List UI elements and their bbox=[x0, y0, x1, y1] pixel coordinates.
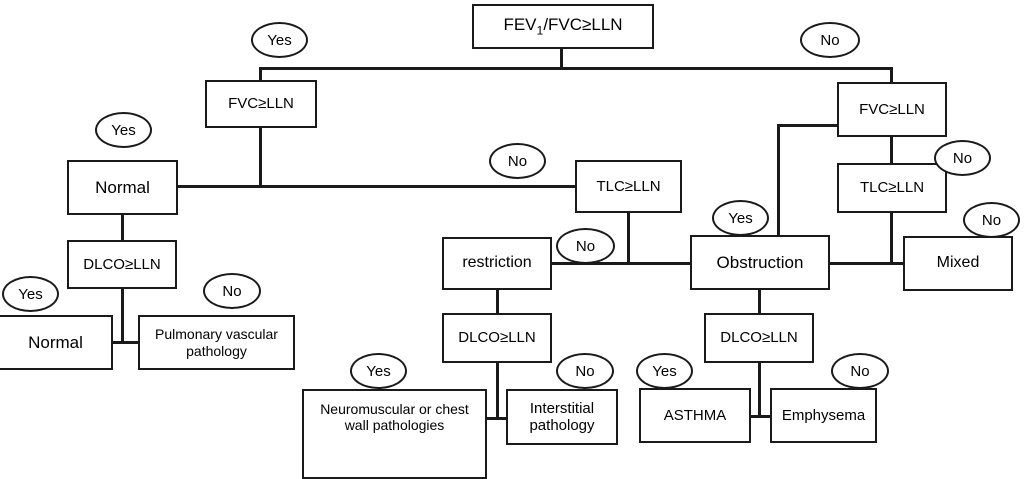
node-interstitial[interactable]: Interstitial pathology bbox=[506, 389, 618, 445]
node-obstruction[interactable]: Obstruction bbox=[690, 235, 830, 290]
node-pulmonary-vascular-label: Pulmonary vascular pathology bbox=[155, 326, 278, 359]
label-no-top-right-text: No bbox=[820, 31, 840, 49]
connector-normal-to-dlco-left bbox=[121, 214, 124, 240]
label-no-tlc-mid-text: No bbox=[507, 152, 528, 170]
node-dlco-left[interactable]: DLCO≥LLN bbox=[67, 240, 177, 289]
label-no-restriction-text: No bbox=[575, 237, 596, 255]
node-dlco-mid-label: DLCO≥LLN bbox=[458, 329, 536, 347]
connector-fvc-right-to-obstruction-v bbox=[777, 124, 780, 236]
label-yes-asthma: Yes bbox=[636, 353, 693, 389]
node-tlc-mid-label: TLC≥LLN bbox=[596, 177, 661, 195]
node-fvc-right[interactable]: FVC≥LLN bbox=[837, 82, 947, 137]
node-normal-bottom[interactable]: Normal bbox=[0, 315, 113, 370]
connector-dlco-left-split bbox=[112, 341, 140, 344]
label-yes-neuromuscular: Yes bbox=[350, 353, 407, 389]
node-dlco-right-label: DLCO≥LLN bbox=[720, 329, 798, 347]
label-yes-obstruction: Yes bbox=[712, 200, 769, 236]
label-no-interstitial-text: No bbox=[575, 362, 595, 380]
connector-dlco-right-split bbox=[750, 415, 774, 418]
connector-root-stem bbox=[560, 48, 563, 70]
label-yes-normal-bottom-text: Yes bbox=[18, 285, 43, 303]
label-no-pulmonary-text: No bbox=[222, 282, 242, 300]
connector-root-horizontal bbox=[259, 67, 893, 70]
node-interstitial-label: Interstitial pathology bbox=[529, 399, 595, 434]
node-mixed-label: Mixed bbox=[936, 254, 980, 272]
label-no-mixed-text: No bbox=[981, 211, 1002, 229]
connector-restriction-to-obstruction bbox=[551, 262, 691, 265]
label-yes-neuromuscular-text: Yes bbox=[366, 362, 391, 380]
node-obstruction-label: Obstruction bbox=[716, 252, 804, 272]
node-asthma-label: ASTHMA bbox=[663, 406, 727, 424]
node-asthma[interactable]: ASTHMA bbox=[639, 388, 751, 443]
label-no-mixed: No bbox=[963, 202, 1020, 238]
node-fev1-fvc-label: FEV1/FVC≥LLN bbox=[503, 15, 623, 38]
node-normal-top[interactable]: Normal bbox=[67, 160, 178, 215]
node-normal-top-label: Normal bbox=[95, 177, 150, 197]
label-no-tlc-mid: No bbox=[489, 143, 546, 179]
connector-dlco-left-stem bbox=[121, 288, 124, 343]
connector-root-to-fvc-left bbox=[259, 67, 262, 82]
node-tlc-right-label: TLC≥LLN bbox=[859, 179, 925, 197]
node-fev1-fvc[interactable]: FEV1/FVC≥LLN bbox=[472, 4, 654, 49]
label-yes-obstruction-text: Yes bbox=[728, 209, 753, 227]
connector-dlco-mid-split bbox=[485, 417, 509, 420]
node-dlco-mid[interactable]: DLCO≥LLN bbox=[442, 313, 552, 363]
label-no-pulmonary: No bbox=[203, 273, 261, 309]
node-normal-bottom-label: Normal bbox=[28, 332, 83, 352]
node-neuromuscular[interactable]: Neuromuscular or chest wall pathologies bbox=[302, 389, 487, 479]
connector-obstruction-to-mixed bbox=[828, 262, 906, 265]
node-neuromuscular-label: Neuromuscular or chest wall pathologies bbox=[320, 401, 469, 434]
node-mixed[interactable]: Mixed bbox=[903, 236, 1013, 291]
connector-dlco-mid-stem bbox=[496, 362, 499, 419]
label-yes-asthma-text: Yes bbox=[652, 362, 677, 380]
node-fvc-left-label: FVC≥LLN bbox=[228, 95, 294, 113]
node-dlco-right[interactable]: DLCO≥LLN bbox=[704, 313, 814, 363]
connector-obstruction-to-dlco-right bbox=[758, 289, 761, 315]
label-yes-normal-bottom: Yes bbox=[2, 276, 59, 312]
label-yes-top-left-text: Yes bbox=[267, 31, 292, 49]
label-no-top-right: No bbox=[800, 22, 860, 58]
connector-dlco-right-stem bbox=[758, 362, 761, 417]
node-emphysema[interactable]: Emphysema bbox=[770, 388, 877, 443]
label-no-emphysema: No bbox=[831, 353, 889, 389]
node-restriction[interactable]: restriction bbox=[442, 237, 552, 290]
label-no-emphysema-text: No bbox=[850, 362, 870, 380]
connector-tlc-right-stem bbox=[890, 212, 893, 264]
connector-normal-to-tlc-mid bbox=[177, 185, 577, 188]
node-restriction-label: restriction bbox=[462, 254, 532, 272]
node-tlc-mid[interactable]: TLC≥LLN bbox=[575, 160, 682, 213]
node-fvc-left[interactable]: FVC≥LLN bbox=[205, 80, 317, 128]
label-yes-normal-text: Yes bbox=[111, 121, 136, 139]
connector-restriction-to-dlco-mid bbox=[496, 289, 499, 315]
connector-fvc-right-to-tlc-right bbox=[890, 136, 893, 164]
connector-tlc-mid-stem bbox=[627, 212, 630, 264]
node-fvc-right-label: FVC≥LLN bbox=[859, 100, 925, 118]
connector-fvc-left-stem bbox=[259, 128, 262, 188]
node-emphysema-label: Emphysema bbox=[781, 406, 866, 424]
node-pulmonary-vascular[interactable]: Pulmonary vascular pathology bbox=[138, 315, 295, 370]
node-dlco-left-label: DLCO≥LLN bbox=[83, 255, 161, 273]
label-no-interstitial: No bbox=[556, 353, 614, 389]
label-no-tlc-right-text: No bbox=[952, 149, 973, 167]
label-yes-top-left: Yes bbox=[251, 22, 308, 58]
label-no-tlc-right: No bbox=[934, 140, 991, 176]
label-no-restriction: No bbox=[556, 228, 615, 264]
label-yes-normal: Yes bbox=[95, 112, 152, 148]
node-tlc-right[interactable]: TLC≥LLN bbox=[837, 163, 947, 213]
connector-fvc-right-to-obstruction-h bbox=[777, 124, 839, 127]
connector-root-to-fvc-right bbox=[890, 67, 893, 83]
